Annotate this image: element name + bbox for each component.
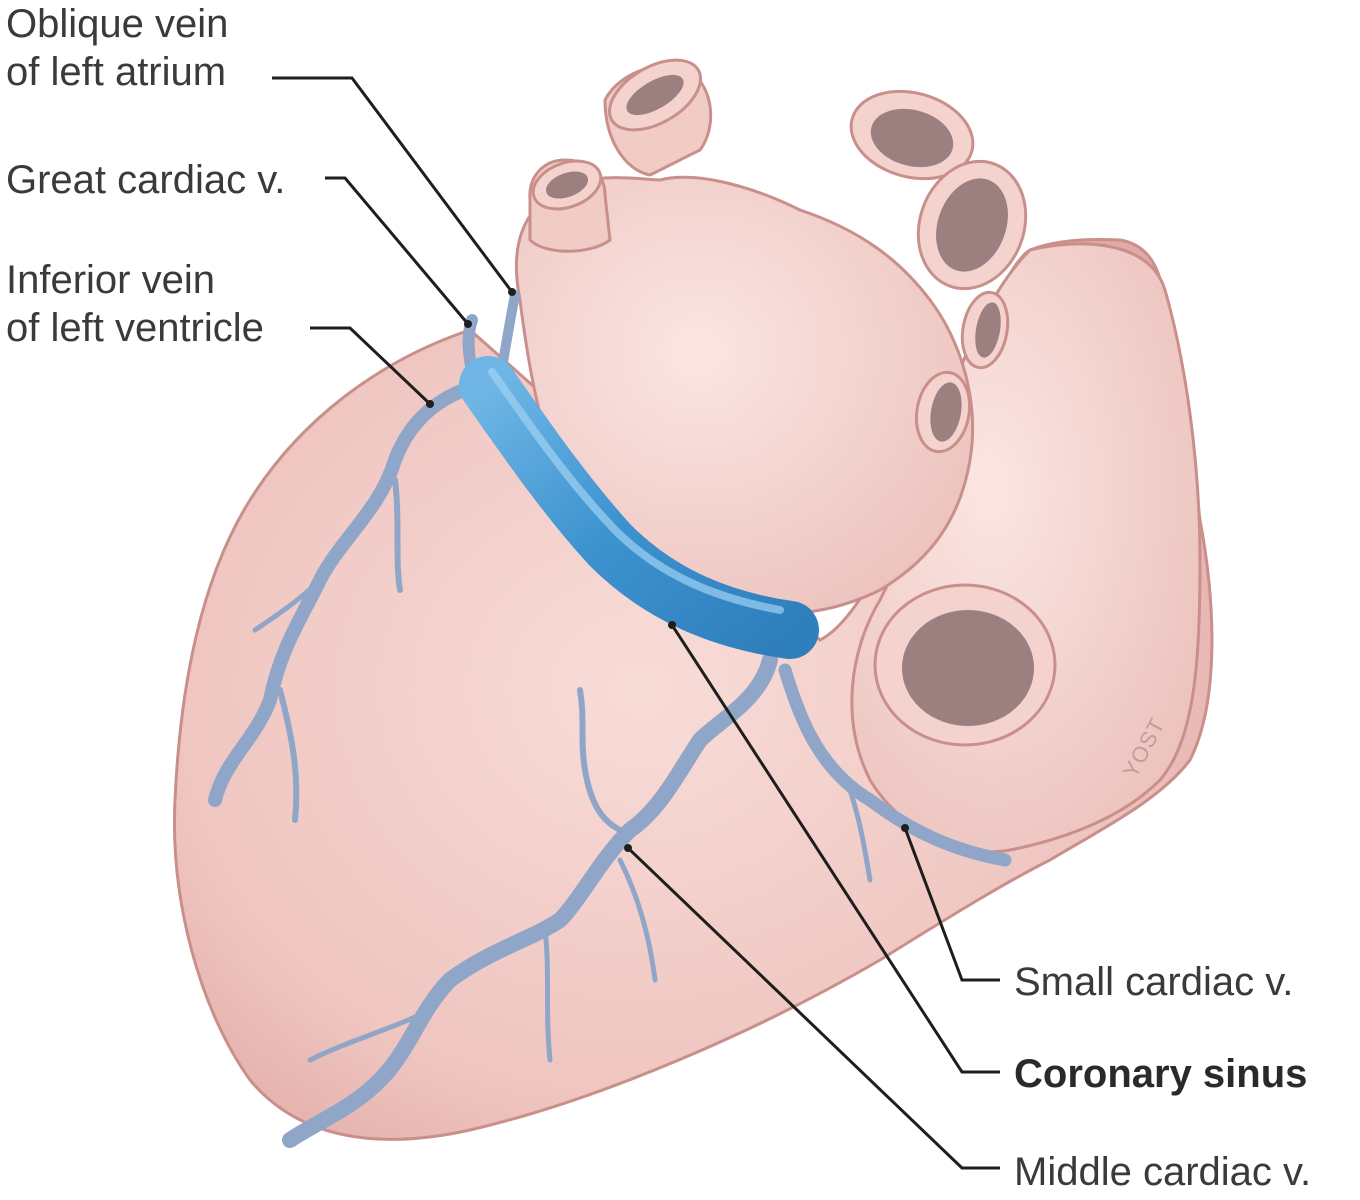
label-oblique-vein-line2: of left atrium	[6, 50, 227, 94]
upper-vessel-left	[528, 158, 612, 253]
leader-small	[903, 827, 1000, 982]
label-oblique-vein-line1: Oblique vein	[6, 2, 229, 46]
label-small-cardiac: Small cardiac v.	[1014, 960, 1294, 1004]
leader-oblique	[272, 76, 514, 293]
leader-coronary	[670, 624, 1000, 1074]
leader-middle	[626, 846, 1000, 1170]
upper-vessel-top	[603, 58, 713, 177]
coronary-sinus-highlight	[488, 368, 784, 614]
label-inferior-vein: Inferior vein of left ventricle	[6, 256, 264, 352]
label-inferior-vein-line2: of left ventricle	[6, 306, 264, 350]
label-middle-cardiac: Middle cardiac v.	[1014, 1150, 1312, 1194]
leader-inferior	[310, 326, 432, 406]
leader-lines	[272, 76, 1000, 1170]
label-great-cardiac: Great cardiac v.	[6, 158, 286, 202]
inferior-vena-cava	[873, 583, 1057, 747]
leader-dots	[426, 288, 909, 852]
coronary-sinus-vessel	[459, 356, 819, 659]
label-oblique-vein: Oblique vein of left atrium	[6, 0, 228, 96]
pulmonary-vein-2	[916, 159, 1028, 291]
pulmonary-vein-4	[914, 370, 972, 454]
label-inferior-vein-line1: Inferior vein	[6, 258, 215, 302]
leader-great	[325, 176, 470, 325]
label-coronary-sinus: Coronary sinus	[1014, 1052, 1308, 1096]
pulmonary-vein-3	[960, 290, 1010, 370]
pulmonary-vein-1	[849, 89, 975, 181]
